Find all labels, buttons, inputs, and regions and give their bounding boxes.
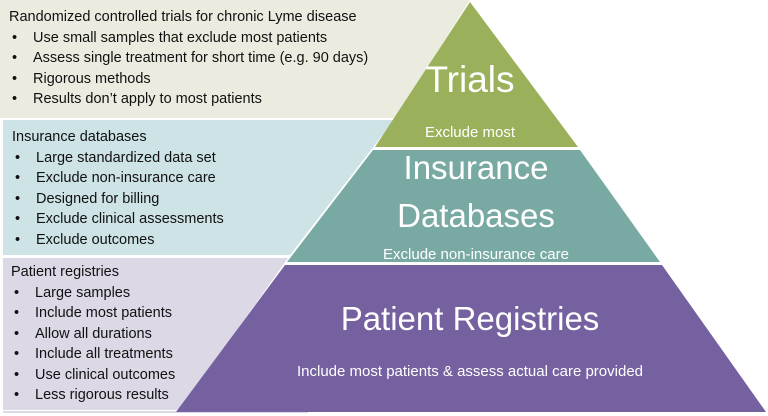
trials-box-title: Randomized controlled trials for chronic…	[9, 9, 357, 25]
list-item: Large samples	[11, 283, 175, 304]
trials-tier-subtitle: Exclude most	[424, 124, 516, 141]
list-item: Designed for billing	[12, 189, 224, 210]
list-item: Allow all durations	[11, 324, 175, 345]
registries-tier-title: Patient Registries	[340, 300, 600, 337]
list-item: Include all treatments	[11, 344, 175, 365]
registries-box-title: Patient registries	[11, 264, 119, 280]
list-item: Rigorous methods	[9, 69, 368, 90]
list-item: Include most patients	[11, 303, 175, 324]
trials-description-box: Randomized controlled trials for chronic…	[9, 7, 368, 110]
registries-description-box: Patient registries Large samples Include…	[11, 262, 175, 406]
list-item: Large standardized data set	[12, 148, 224, 169]
pyramid-tier-insurance	[287, 150, 660, 262]
list-item: Exclude non-insurance care	[12, 168, 224, 189]
registries-tier-subtitle: Include most patients & assess actual ca…	[296, 363, 644, 380]
trials-bullet-list: Use small samples that exclude most pati…	[9, 28, 368, 110]
insurance-box-title: Insurance databases	[12, 129, 147, 145]
insurance-description-box: Insurance databases Large standardized d…	[12, 127, 224, 250]
pyramid-tier-registries	[176, 265, 766, 412]
pyramid-tier-trials	[375, 2, 578, 147]
registries-bullet-list: Large samples Include most patients Allo…	[11, 283, 175, 406]
list-item: Results don’t apply to most patients	[9, 89, 368, 110]
list-item: Use clinical outcomes	[11, 365, 175, 386]
insurance-tier-subtitle: Exclude non-insurance care	[383, 246, 569, 263]
insurance-tier-title-line2: Databases	[397, 197, 555, 234]
insurance-bullet-list: Large standardized data set Exclude non-…	[12, 148, 224, 251]
insurance-tier-title-line1: Insurance	[403, 149, 549, 186]
list-item: Assess single treatment for short time (…	[9, 48, 368, 69]
list-item: Exclude clinical assessments	[12, 209, 224, 230]
list-item: Use small samples that exclude most pati…	[9, 28, 368, 49]
list-item: Exclude outcomes	[12, 230, 224, 251]
list-item: Less rigorous results	[11, 385, 175, 406]
trials-tier-title: Trials	[425, 59, 515, 100]
